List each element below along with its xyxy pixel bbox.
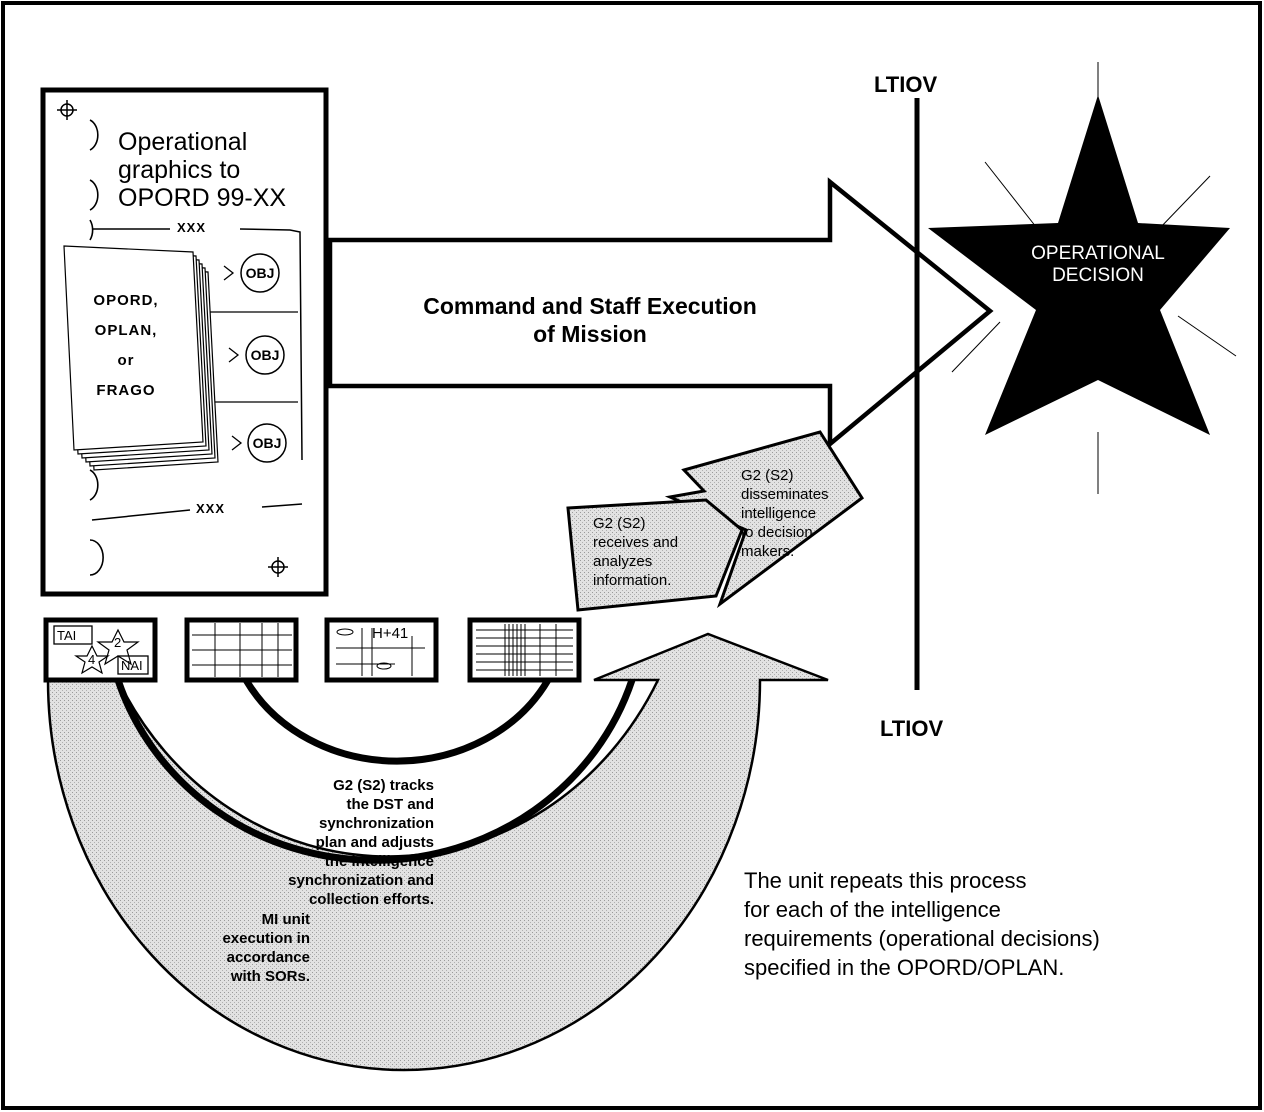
document-title: Operational graphics to OPORD 99-XX [118, 128, 287, 212]
tool-sync-matrix [467, 617, 582, 683]
tool-matrix [184, 617, 299, 683]
execution-label: Command and Staff Execution of Mission [423, 293, 757, 347]
registration-marks [57, 100, 288, 577]
ltiov-top-label: LTIOV [874, 72, 938, 97]
overlay-number-2: 2 [114, 635, 122, 650]
boundary-label-top: XXX [177, 220, 207, 235]
boundary-label-bottom: XXX [196, 501, 226, 516]
order-pages [63, 245, 219, 471]
cycle-arrow [46, 632, 829, 1072]
objective-label-3: OBJ [252, 435, 282, 451]
objective-label-1: OBJ [245, 265, 275, 281]
objective-label-2: OBJ [250, 347, 280, 363]
disseminate-label: G2 (S2) disseminates intelligence to dec… [741, 467, 829, 560]
tracking-label: G2 (S2) tracks the DST and synchronizati… [288, 777, 434, 908]
receive-box [566, 498, 744, 612]
execution-unit-label: MI unit execution in accordance with SOR… [222, 911, 310, 985]
binding-rings [89, 119, 104, 576]
ltiov-bottom-label: LTIOV [880, 716, 944, 741]
decision-star [928, 95, 1230, 435]
phase-lines [205, 311, 298, 403]
tool-overlay [43, 617, 158, 683]
tai-label: TAI [57, 628, 77, 643]
execution-arrow [327, 177, 994, 449]
overlay-number-4: 4 [88, 652, 96, 667]
objective-markers [240, 253, 287, 463]
disseminate-arrow [664, 430, 865, 609]
process-note: The unit repeats this process for each o… [744, 868, 1100, 980]
objective-pointers [223, 265, 243, 451]
decision-label: OPERATIONAL DECISION [1031, 243, 1165, 286]
tool-timeline [324, 617, 439, 683]
orders-label: OPORD, OPLAN, or FRAGO [93, 292, 159, 399]
tracking-arc [114, 678, 636, 864]
nai-label: NAI [121, 658, 143, 673]
boundary-lines [91, 228, 303, 521]
receive-label: G2 (S2) receives and analyzes informatio… [593, 515, 679, 589]
time-label: H+41 [372, 625, 409, 642]
tracking-arc-inner [242, 678, 552, 765]
